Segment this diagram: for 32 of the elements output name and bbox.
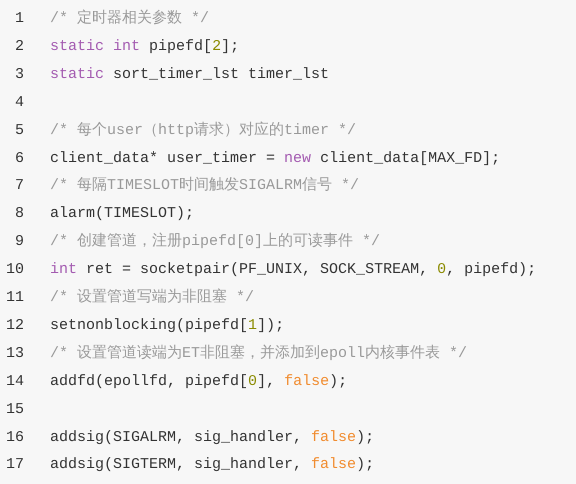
code-comment: /* 定时器相关参数 */ [50,9,210,29]
code-line: static int pipefd[2]; [50,36,240,57]
code-comment: /* 每个user（http请求）对应的timer */ [50,120,356,141]
code-line: addfd(epollfd, pipefd[0], false); [50,372,348,392]
line-number: 8 [14,204,24,224]
code-comment: /* 设置管道读端为ET非阻塞，并添加到epoll内核事件表 */ [50,344,468,364]
code-line: alarm(TIMESLOT); [50,204,194,224]
line-number: 16 [4,428,24,448]
code-comment: /* 设置管道写端为非阻塞 */ [50,288,254,308]
code-comment: /* 每隔TIMESLOT时间触发SIGALRM信号 */ [50,176,360,196]
line-number: 1 [14,9,24,29]
line-number: 10 [4,260,24,280]
line-number: 17 [4,455,24,476]
line-number: 13 [4,344,24,364]
code-line: addsig(SIGTERM, sig_handler, false); [50,455,374,476]
line-number: 9 [14,232,24,252]
line-number: 14 [4,372,24,392]
line-number: 6 [14,148,24,168]
code-line: addsig(SIGALRM, sig_handler, false); [50,428,374,448]
code-line: int ret = socketpair(PF_UNIX, SOCK_STREAM, 0, pipefd); [50,260,536,280]
line-number: 2 [14,36,24,57]
code-line: client_data* user_timer = new client_data[MAX_FD]; [50,148,500,168]
line-number: 3 [14,64,24,85]
line-number: 12 [4,316,24,336]
line-number: 4 [14,92,24,113]
line-number: 5 [14,120,24,141]
line-number: 7 [14,176,24,196]
line-number: 15 [4,400,24,420]
code-line: setnonblocking(pipefd[1]); [50,316,284,336]
code-line: static sort_timer_lst timer_lst [50,64,330,85]
code-comment: /* 创建管道，注册pipefd[0]上的可读事件 */ [50,232,380,252]
line-number: 11 [4,288,24,308]
